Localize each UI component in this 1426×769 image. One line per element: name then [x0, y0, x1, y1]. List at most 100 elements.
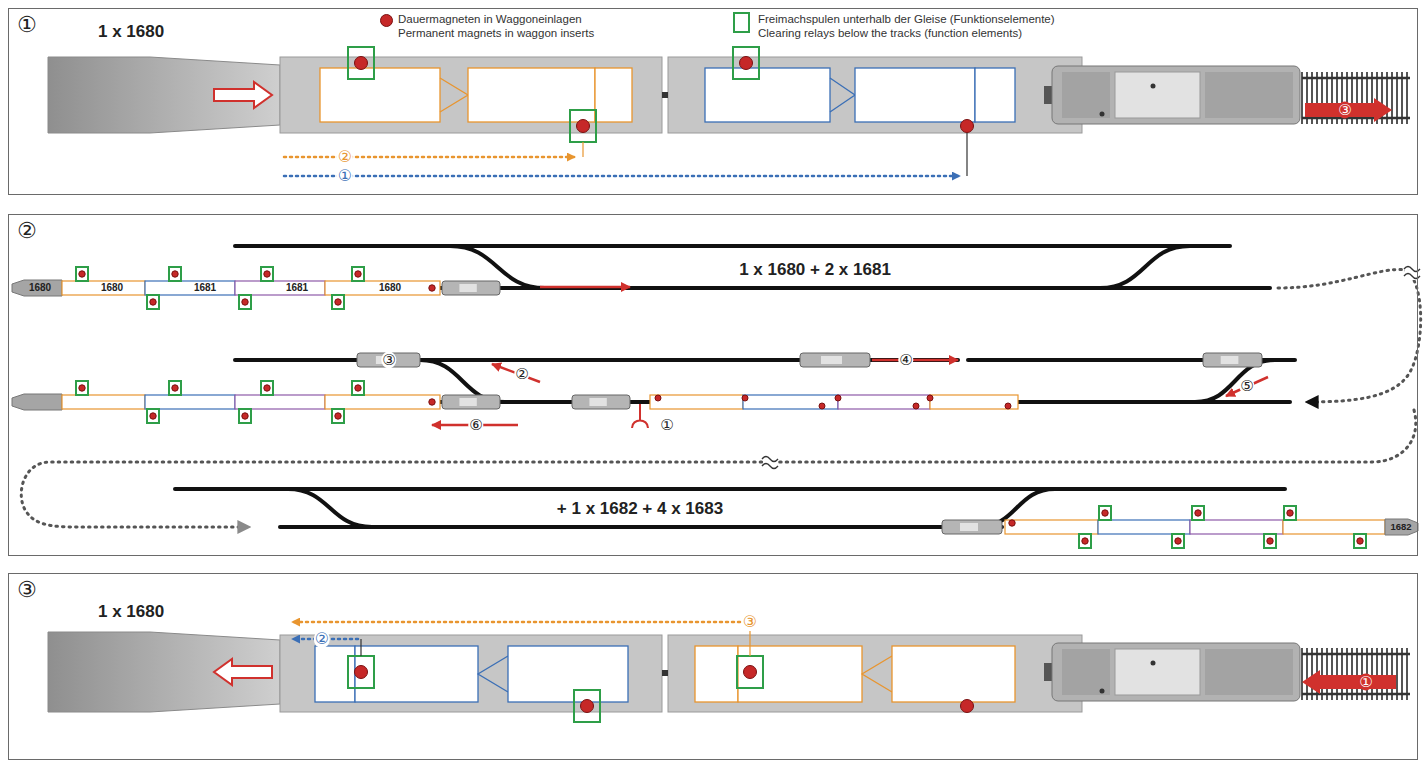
permanent-magnet — [577, 120, 590, 133]
panel-frame: ① — [8, 8, 1418, 195]
line-stroke — [1321, 648, 1323, 700]
permanent-magnet — [172, 271, 178, 277]
waggon-insert — [595, 68, 632, 122]
waggon — [235, 281, 325, 295]
loco-hood — [1205, 649, 1293, 695]
locomotive — [942, 520, 1002, 534]
quantity-label: 1 x 1680 + 2 x 1681 — [739, 261, 891, 278]
quantity-label: + 1 x 1682 + 4 x 1683 — [557, 500, 723, 517]
locomotive — [1052, 66, 1300, 124]
line-stroke — [1401, 648, 1403, 700]
permanent-magnet — [172, 385, 178, 391]
move-arrow — [1226, 377, 1268, 396]
permanent-magnet — [355, 666, 368, 679]
clearing-relay — [570, 110, 596, 142]
locomotive — [1052, 643, 1300, 701]
permanent-magnet — [819, 403, 825, 409]
line-stroke — [1301, 648, 1303, 700]
line-stroke — [284, 175, 960, 178]
locomotive — [442, 395, 500, 409]
permanent-magnet — [742, 395, 748, 401]
magnet-swatch — [380, 14, 393, 27]
insert-link — [440, 78, 468, 112]
clearing-relay — [332, 409, 344, 423]
waggon-insert — [468, 68, 595, 122]
loco-direction-arrow — [1302, 670, 1396, 694]
waggon — [62, 281, 145, 295]
permanent-magnet — [1175, 538, 1181, 544]
clearing-relay — [348, 47, 374, 79]
coupling — [662, 670, 668, 676]
permanent-magnet — [740, 57, 753, 70]
callout-number: ③ — [742, 613, 758, 631]
switch-curve — [1100, 246, 1190, 288]
line-stroke — [360, 639, 361, 656]
direction-arrow — [214, 659, 272, 685]
loco-dot — [1151, 84, 1156, 89]
permanent-magnet — [264, 385, 270, 391]
permanent-magnet — [655, 395, 661, 401]
loco-cab — [960, 523, 978, 531]
waggon-insert — [855, 68, 975, 122]
permanent-magnet — [961, 700, 974, 713]
line-stroke — [1331, 648, 1333, 700]
callout-number: ① — [337, 167, 353, 185]
callout-number: ③ — [381, 352, 396, 369]
train-end-plate — [12, 394, 62, 410]
clearing-relay — [332, 295, 344, 309]
panel-frame: ③ — [8, 573, 1418, 760]
waggon — [743, 395, 838, 409]
waggon — [62, 395, 145, 409]
permanent-magnet — [1195, 510, 1201, 516]
waggon-body — [280, 57, 662, 133]
break-mark — [762, 457, 778, 469]
waggon — [235, 395, 325, 409]
locomotive — [800, 353, 870, 367]
waggon — [145, 281, 235, 295]
line-stroke — [749, 631, 750, 656]
permanent-magnet — [835, 395, 841, 401]
waggon — [1005, 520, 1098, 534]
quantity-label: 1 x 1680 — [98, 603, 164, 620]
waggon-body — [668, 57, 1082, 133]
clearing-relay — [1099, 506, 1111, 520]
clearing-relay — [574, 690, 600, 722]
loco-dot — [1100, 689, 1105, 694]
line-stroke — [966, 133, 967, 176]
callout-number: ② — [514, 366, 529, 383]
line-stroke — [1391, 648, 1393, 700]
move-arrow — [540, 286, 630, 289]
loco-cab — [1115, 649, 1200, 695]
clearing-relay — [261, 381, 273, 395]
clearing-relay — [147, 409, 159, 423]
insert-link — [830, 78, 855, 112]
clearing-relay — [239, 409, 251, 423]
clearing-relay — [169, 267, 181, 281]
clearing-relay — [1354, 534, 1366, 548]
waggon-insert — [705, 68, 830, 122]
line-stroke — [1401, 72, 1403, 124]
locomotive — [572, 395, 630, 409]
line-stroke — [1396, 72, 1398, 124]
clearing-relay — [147, 295, 159, 309]
line-stroke — [1326, 648, 1328, 700]
locomotive — [1203, 353, 1262, 367]
loco-cab — [1221, 356, 1239, 364]
loco-cab — [459, 284, 476, 292]
line-stroke — [440, 286, 1270, 290]
loco-direction-arrow — [1305, 98, 1392, 122]
move-arrow — [872, 359, 958, 362]
clearing-relay — [1264, 534, 1276, 548]
permanent-magnet — [961, 120, 974, 133]
legend-text: Dauermagneten in Waggoneinlagen Permanen… — [398, 12, 613, 40]
permanent-magnet — [335, 299, 341, 305]
line-stroke — [284, 156, 575, 159]
quantity-label: 1 x 1680 — [98, 23, 164, 40]
clearing-relay — [1284, 506, 1296, 520]
line-stroke — [1371, 648, 1373, 700]
article-number: 1680 — [29, 283, 51, 293]
article-number: 1681 — [286, 283, 308, 293]
loco-hood — [1062, 72, 1110, 118]
line-stroke — [1351, 648, 1353, 700]
clearing-relay — [733, 47, 759, 79]
